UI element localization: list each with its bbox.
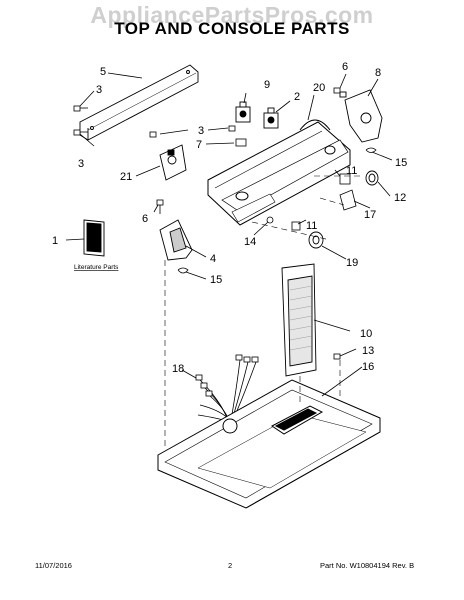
callout-1: 1 xyxy=(52,235,58,247)
callout-16: 16 xyxy=(362,361,374,373)
wire-harness-18 xyxy=(195,354,259,423)
callout-6b: 6 xyxy=(142,213,148,225)
callout-5: 5 xyxy=(100,66,106,78)
screw-6-lower xyxy=(156,199,164,214)
bezel-17 xyxy=(339,189,357,211)
knob-insert-11 xyxy=(339,173,351,185)
screw-6-upper xyxy=(333,87,341,94)
knob-19 xyxy=(308,231,324,249)
screw-left-upper xyxy=(73,105,88,112)
bracket-21 xyxy=(159,144,187,181)
callout-6a: 6 xyxy=(342,61,348,73)
callout-21: 21 xyxy=(120,171,132,183)
callout-20: 20 xyxy=(313,82,325,94)
callout-13: 13 xyxy=(362,345,374,357)
callout-14: 14 xyxy=(244,236,256,248)
clip-7 xyxy=(235,138,247,147)
end-cap-4 xyxy=(159,219,193,261)
callout-3a: 3 xyxy=(96,84,102,96)
callout-3c: 3 xyxy=(198,125,204,137)
dryer-top-panel-16 xyxy=(157,379,381,509)
washer-14 xyxy=(266,216,274,224)
switch-9 xyxy=(235,101,251,123)
callout-10: 10 xyxy=(360,328,372,340)
callout-12: 12 xyxy=(394,192,406,204)
callout-8: 8 xyxy=(375,67,381,79)
console-back-panel xyxy=(79,64,199,141)
switch-2 xyxy=(263,107,279,129)
bracket-8 xyxy=(339,89,383,143)
callout-3b: 3 xyxy=(78,158,84,170)
callout-11a: 11 xyxy=(346,165,357,177)
callout-19: 19 xyxy=(346,257,358,269)
literature-booklet xyxy=(83,219,105,257)
callout-9: 9 xyxy=(264,79,270,91)
screw-left-lower xyxy=(73,129,88,136)
footer-part-number: Part No. W10804194 Rev. B xyxy=(320,561,415,570)
leader-lines xyxy=(65,72,393,397)
lint-screen-10 xyxy=(281,263,317,377)
callout-18: 18 xyxy=(172,363,184,375)
watermark: AppliancePartsPros.com xyxy=(90,2,374,28)
page-title: TOP AND CONSOLE PARTS xyxy=(114,19,350,38)
knob-insert-11b xyxy=(291,221,301,231)
clip-15-upper xyxy=(365,147,377,153)
callout-4: 4 xyxy=(210,253,216,265)
callout-17: 17 xyxy=(364,209,376,221)
literature-parts-label: Literature Parts xyxy=(74,264,119,271)
screw-13 xyxy=(333,353,341,360)
callout-2: 2 xyxy=(294,91,300,103)
knob-12 xyxy=(365,170,379,186)
dashed-guides xyxy=(164,175,362,448)
callout-15a: 15 xyxy=(395,157,407,169)
screw-middle xyxy=(149,125,236,138)
footer-page-number: 2 xyxy=(228,561,233,570)
callout-11b: 11 xyxy=(306,220,317,232)
callouts: 5 3 3 9 2 6 8 20 3 7 15 21 11 12 17 6 1 … xyxy=(52,61,407,375)
footer-date: 11/07/2016 xyxy=(35,561,72,570)
clip-15-lower xyxy=(177,267,189,274)
console-top xyxy=(207,119,351,226)
callout-15b: 15 xyxy=(210,274,222,286)
callout-7: 7 xyxy=(196,139,202,151)
